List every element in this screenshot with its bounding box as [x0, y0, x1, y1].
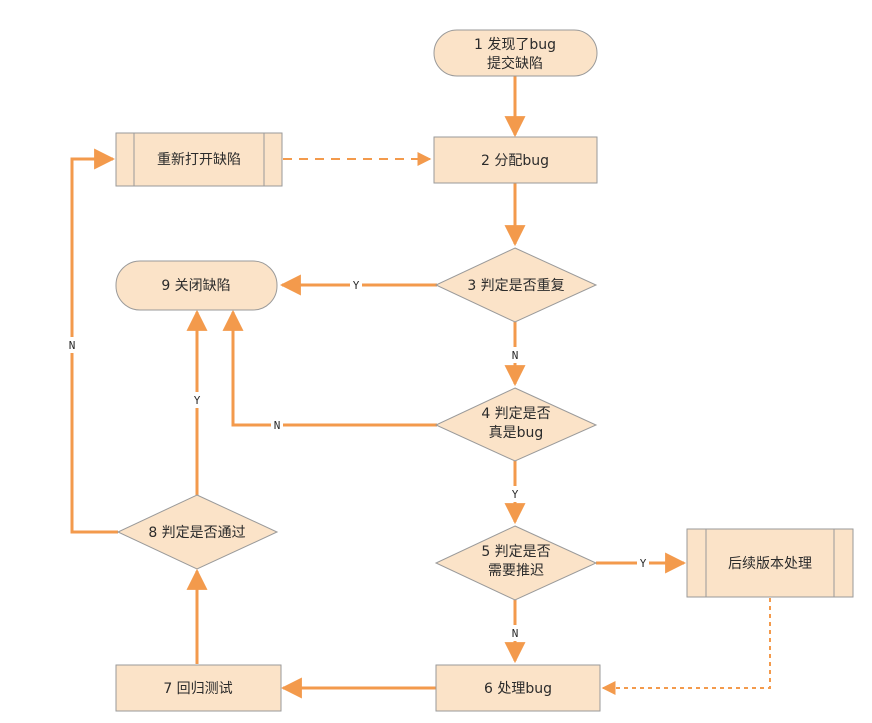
- node-check-pass: 8 判定是否通过: [116, 494, 279, 570]
- dashed-edges: [283, 152, 771, 695]
- node-close-defect: 9 关闭缺陷: [115, 260, 278, 311]
- node-fix-label: 6 处理bug: [484, 681, 552, 697]
- label-realbug-no: N: [274, 419, 281, 432]
- node-later-version: 后续版本处理: [686, 528, 854, 598]
- edge-verify-to-reopen: [70, 148, 118, 534]
- node-close-label: 9 关闭缺陷: [161, 278, 230, 294]
- label-defer-yes: Y: [640, 557, 647, 570]
- node-check-real-bug: 4 判定是否 真是bug: [434, 387, 598, 462]
- label-verify-no: N: [69, 339, 76, 352]
- edge-realbug-to-close: [222, 309, 437, 427]
- edge-later-to-fix: [601, 598, 771, 695]
- node-defer-line2: 需要推迟: [488, 563, 544, 579]
- node-discover-line1: 1 发现了bug: [474, 37, 556, 53]
- node-discover-bug: 1 发现了bug 提交缺陷: [433, 29, 598, 77]
- edge-labels: Y N N Y Y N Y N: [66, 277, 649, 641]
- label-verify-yes: Y: [194, 394, 201, 407]
- node-fix-bug: 6 处理bug: [435, 664, 601, 712]
- node-verify-label: 8 判定是否通过: [148, 525, 245, 541]
- label-duplicate-no: N: [512, 349, 519, 362]
- label-realbug-yes: Y: [512, 488, 519, 501]
- node-assign-label: 2 分配bug: [481, 153, 549, 169]
- node-assign-bug: 2 分配bug: [433, 136, 598, 184]
- label-duplicate-yes: Y: [353, 279, 360, 292]
- node-regression-label: 7 回归测试: [163, 680, 232, 697]
- node-realbug-line1: 4 判定是否: [481, 406, 550, 422]
- label-defer-no: N: [512, 627, 519, 640]
- node-reopen-defect: 重新打开缺陷: [115, 132, 283, 187]
- node-duplicate-label: 3 判定是否重复: [467, 277, 564, 294]
- node-check-duplicate: 3 判定是否重复: [434, 247, 598, 323]
- node-regression-test: 7 回归测试: [115, 664, 282, 712]
- node-check-defer: 5 判定是否 需要推迟: [434, 525, 598, 601]
- node-realbug-line2: 真是bug: [489, 425, 544, 441]
- node-discover-line2: 提交缺陷: [487, 55, 543, 72]
- node-reopen-label: 重新打开缺陷: [157, 151, 241, 168]
- node-defer-line1: 5 判定是否: [481, 544, 550, 560]
- node-later-label: 后续版本处理: [728, 555, 812, 572]
